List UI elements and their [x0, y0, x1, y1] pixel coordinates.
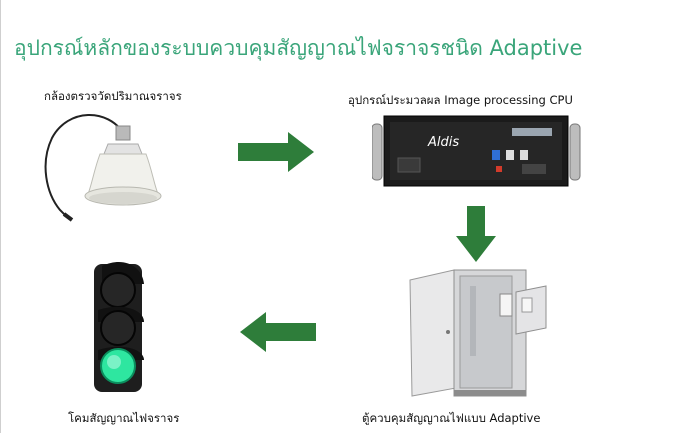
processor-brand: Aldis	[427, 135, 459, 150]
cabinet-image	[409, 269, 547, 397]
arrow-left	[240, 312, 316, 352]
camera-image	[44, 114, 162, 222]
processor-label: อุปกรณ์ประมวลผล Image processing CPU	[348, 93, 573, 107]
cabinet-label: ตู้ควบคุมสัญญาณไฟแบบ Adaptive	[362, 411, 541, 425]
page-title: อุปกรณ์หลักของระบบควบคุมสัญญาณไฟจราจรชนิ…	[14, 36, 583, 60]
arrow-down	[456, 206, 496, 262]
traffic-light-image	[94, 262, 144, 392]
processor-image: Aldis	[372, 115, 581, 187]
traffic-light-label: โคมสัญญาณไฟจราจร	[68, 411, 180, 425]
arrow-right	[238, 132, 314, 172]
left-border	[0, 0, 1, 433]
camera-label: กล้องตรวจวัดปริมาณจราจร	[44, 89, 182, 103]
